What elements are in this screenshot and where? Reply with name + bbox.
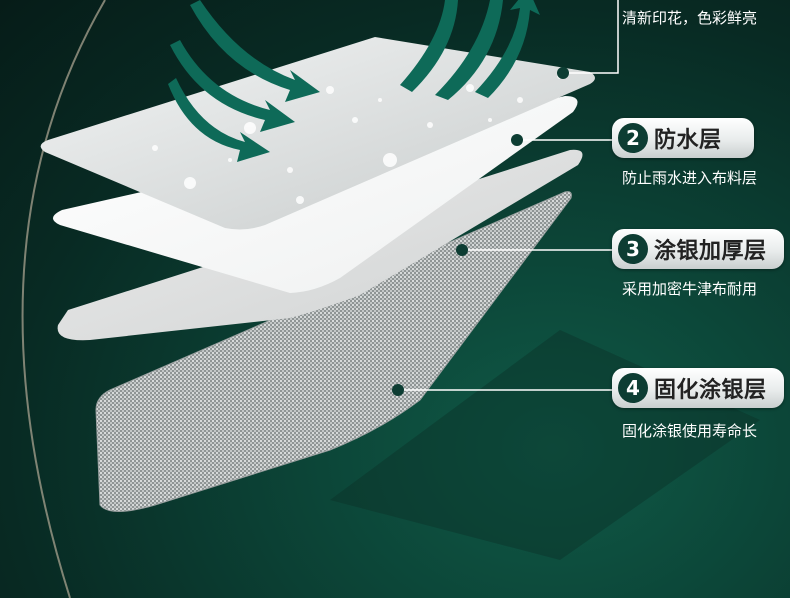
- layer-3-label: 3 涂银加厚层: [612, 229, 784, 269]
- layer-2-label: 2 防水层: [612, 118, 754, 158]
- layer-4-mesh: [95, 191, 572, 512]
- layer-3-title: 涂银加厚层: [654, 239, 767, 264]
- wind-arrows-icon: [168, 0, 540, 162]
- leader-lines: [398, 0, 619, 391]
- layer-4-number: 4: [618, 373, 648, 403]
- layer-2-number: 2: [618, 123, 648, 153]
- layer-2-description: 防止雨水进入布料层: [622, 169, 758, 187]
- layer-2-title: 防水层: [654, 128, 722, 153]
- layer-4-label: 4 固化涂银层: [612, 368, 784, 408]
- leader-dots: [392, 67, 569, 396]
- layer-3-number: 3: [618, 234, 648, 264]
- layer-4-description: 固化涂银使用寿命长: [622, 422, 758, 440]
- layer-3-description: 采用加密牛津布耐用: [622, 280, 758, 298]
- decorative-arc: [21, 0, 106, 598]
- layer-4-title: 固化涂银层: [654, 378, 767, 403]
- layer-1-description: 清新印花，色彩鲜亮: [622, 9, 758, 27]
